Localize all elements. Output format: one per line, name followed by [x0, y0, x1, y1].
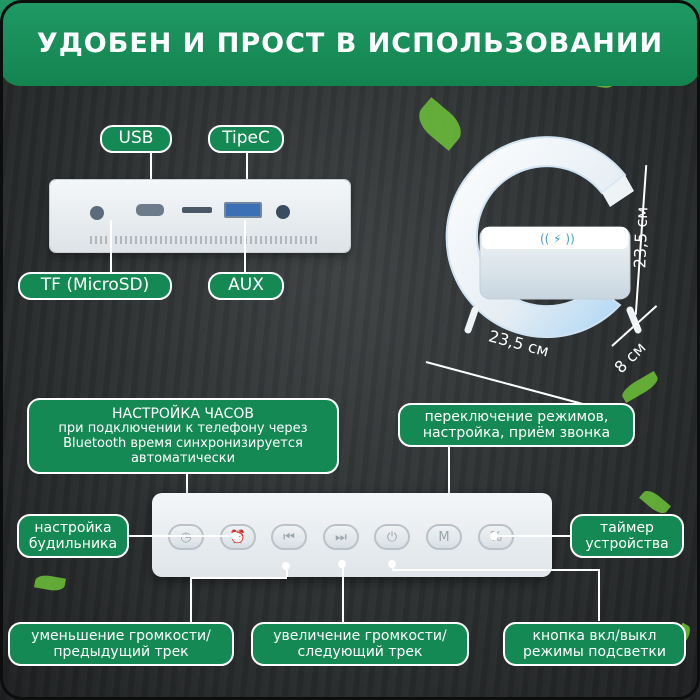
power-text: кнопка вкл/выкл режимы подсветки	[523, 627, 666, 660]
label-usb-text: USB	[118, 128, 154, 149]
label-usb: USB	[100, 125, 172, 153]
page-title: УДОБЕН И ПРОСТ В ИСПОЛЬЗОВАНИИ	[36, 27, 664, 59]
label-aux: AUX	[208, 272, 284, 300]
volume-up-text: увеличение громкости/ следующий трек	[273, 627, 447, 660]
clock-title: НАСТРОЙКА ЧАСОВ	[112, 405, 254, 422]
mode-switch-text: переключение режимов, настройка, приём з…	[422, 408, 611, 441]
connector-line	[598, 569, 600, 621]
connector-line	[190, 577, 192, 623]
label-typec-text: TipeC	[222, 128, 270, 149]
tf-slot	[182, 207, 212, 213]
connector-line	[392, 563, 394, 571]
label-mode-switch: переключение режимов, настройка, приём з…	[398, 403, 635, 447]
connector-dot	[490, 532, 498, 540]
connector-line	[150, 153, 152, 203]
alarm-text: настройка будильника	[28, 519, 118, 552]
power-button[interactable]: ⏻	[374, 524, 410, 550]
clock-button[interactable]: ◷	[168, 524, 204, 550]
device-illustration: (( ⚡ ))	[445, 136, 642, 339]
label-volume-up: увеличение громкости/ следующий трек	[251, 622, 469, 666]
connector-line	[286, 565, 288, 577]
label-clock-setting: НАСТРОЙКА ЧАСОВ при подключении к телефо…	[27, 398, 339, 474]
connector-line	[448, 447, 450, 520]
label-tf: TF (MicroSD)	[18, 272, 172, 300]
connector-line	[494, 535, 570, 537]
connector-dot	[231, 532, 239, 540]
typec-port	[136, 204, 164, 216]
label-aux-text: AUX	[228, 275, 264, 296]
label-typec: TipeC	[208, 125, 284, 153]
title-banner: УДОБЕН И ПРОСТ В ИСПОЛЬЗОВАНИИ	[0, 0, 700, 86]
volume-down-text: уменьшение громкости/ предыдущий трек	[31, 627, 211, 660]
label-alarm: настройка будильника	[17, 514, 129, 558]
connector-line	[392, 569, 600, 571]
mode-button[interactable]: M	[426, 524, 462, 550]
connector-line	[342, 563, 344, 623]
audio-jack-port	[90, 206, 104, 220]
speaker-vent	[90, 236, 320, 244]
connector-line	[110, 220, 112, 272]
aux-port	[276, 205, 290, 219]
connector-line	[129, 535, 233, 537]
label-tf-text: TF (MicroSD)	[40, 275, 150, 296]
dim-height: 23,5 см	[630, 206, 652, 269]
label-power: кнопка вкл/выкл режимы подсветки	[503, 622, 686, 666]
connector-line	[246, 153, 248, 203]
prev-button[interactable]: ⏮	[271, 524, 307, 550]
svg-text:(( ⚡ )): (( ⚡ ))	[540, 232, 575, 246]
usb-port	[224, 202, 262, 218]
clock-desc: при подключении к телефону через Bluetoo…	[58, 420, 308, 466]
connector-line	[190, 577, 287, 579]
next-button[interactable]: ⏭	[323, 524, 359, 550]
timer-text: таймер устройства	[585, 519, 669, 552]
label-volume-down: уменьшение громкости/ предыдущий трек	[8, 622, 234, 666]
label-timer: таймер устройства	[570, 514, 684, 558]
connector-line	[244, 220, 246, 272]
